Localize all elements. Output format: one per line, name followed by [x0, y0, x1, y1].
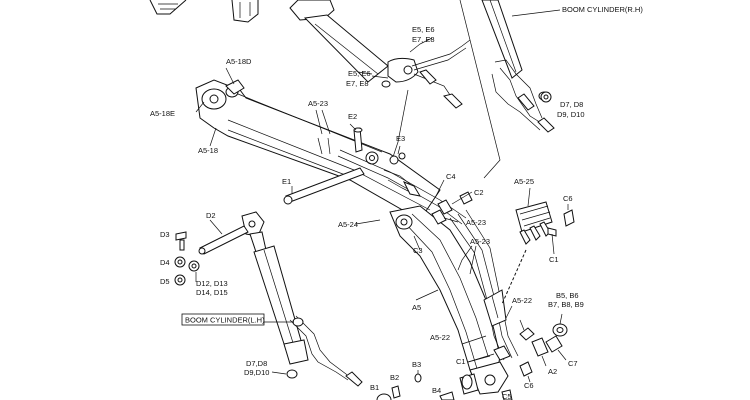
label-d2: D2	[206, 211, 216, 220]
label-d4: D4	[160, 258, 170, 267]
part-near-c1-low	[467, 345, 511, 363]
label-c7: C7	[568, 359, 578, 368]
part-b3	[414, 370, 422, 383]
label-c6-low: C6	[524, 381, 534, 390]
bolt-top	[365, 151, 379, 165]
label-a5-22-left: A5-22	[430, 333, 450, 342]
fitting-c6-top	[563, 204, 575, 227]
label-c2: C2	[474, 188, 484, 197]
label-c4: C4	[446, 172, 456, 181]
label-e7-e8-top: E7, E8	[412, 35, 435, 44]
boom-lower-section	[389, 205, 509, 395]
fitting-c6-low	[519, 361, 533, 383]
washer-e5-e8	[381, 80, 391, 88]
label-b3: B3	[412, 360, 421, 369]
label-a2: A2	[548, 367, 557, 376]
label-c6-top: C6	[563, 194, 573, 203]
label-d14-d15: D14, D15	[196, 288, 228, 297]
pin-e1	[283, 167, 365, 205]
part-b2	[391, 385, 401, 399]
label-a5-23-mid: A5-23	[466, 218, 486, 227]
label-e3: E3	[396, 134, 405, 143]
label-boom-cylinder-rh: BOOM CYLINDER(R.H)	[562, 5, 643, 14]
label-a5-24: A5-24	[338, 220, 358, 229]
label-d3: D3	[160, 230, 170, 239]
boom-cylinder-rh	[289, 0, 471, 109]
washer-d12-d15	[188, 260, 200, 282]
label-c1-low: C1	[456, 357, 466, 366]
label-d9-d10-left: D9,D10	[244, 368, 269, 377]
label-a5-18: A5-18	[198, 146, 218, 155]
label-box-boom-cylinder-lh: BOOM CYLINDER(L.H)	[181, 313, 265, 326]
bolt-e3	[389, 152, 406, 165]
label-d12-d13: D12, D13	[196, 279, 228, 288]
part-b4	[439, 391, 455, 400]
label-d5: D5	[160, 277, 170, 286]
label-c5: C5	[502, 392, 512, 400]
label-a5-25: A5-25	[514, 177, 534, 186]
label-d7-d8-left: D7,D8	[246, 359, 267, 368]
label-a5: A5	[412, 303, 421, 312]
label-e5-e6-mid: E5, E6	[348, 69, 371, 78]
label-b1: B1	[370, 383, 379, 392]
label-b2: B2	[390, 373, 399, 382]
bolt-d3	[175, 231, 187, 251]
bushing	[459, 373, 479, 395]
washer-b5-b9	[552, 313, 568, 337]
pin-d2	[198, 219, 249, 255]
boom-cylinder-rh-tall	[481, 0, 555, 133]
label-b5-b6: B5, B6	[556, 291, 579, 300]
label-e1: E1	[282, 177, 291, 186]
washer-d7-d10-right	[540, 91, 552, 103]
connector-block-a5-25	[515, 187, 557, 255]
label-a5-23-low: A5-23	[470, 237, 490, 246]
label-e7-e8-mid: E7, E8	[346, 79, 369, 88]
fitting-c7	[545, 335, 567, 361]
part-b1	[376, 393, 392, 400]
pin-e2	[353, 127, 363, 153]
label-a5-18e: A5-18E	[150, 109, 175, 118]
label-b7-b8-b9: B7, B8, B9	[548, 300, 584, 309]
label-b4: B4	[432, 386, 441, 395]
label-e2: E2	[348, 112, 357, 121]
label-c3: C3	[413, 246, 423, 255]
boom-cylinder-lh	[241, 211, 363, 387]
fitting-a2	[531, 337, 549, 367]
fitting-c1	[519, 319, 535, 341]
spring-part-top-left	[149, 0, 187, 15]
label-e5-e6-top: E5, E6	[412, 25, 435, 34]
label-a5-23-top: A5-23	[308, 99, 328, 108]
nut-d5	[174, 274, 186, 286]
bracket-part-top	[231, 0, 259, 23]
fitting-c5	[501, 389, 513, 400]
label-a5-18d: A5-18D	[226, 57, 252, 66]
label-a5-22-right: A5-22	[512, 296, 532, 305]
label-d7-d8-right: D7, D8	[560, 100, 583, 109]
washer-d4	[174, 256, 186, 268]
label-boom-cylinder-lh: BOOM CYLINDER(L.H)	[185, 316, 265, 325]
label-d9-d10-right: D9, D10	[557, 110, 585, 119]
label-c1-right: C1	[549, 255, 559, 264]
